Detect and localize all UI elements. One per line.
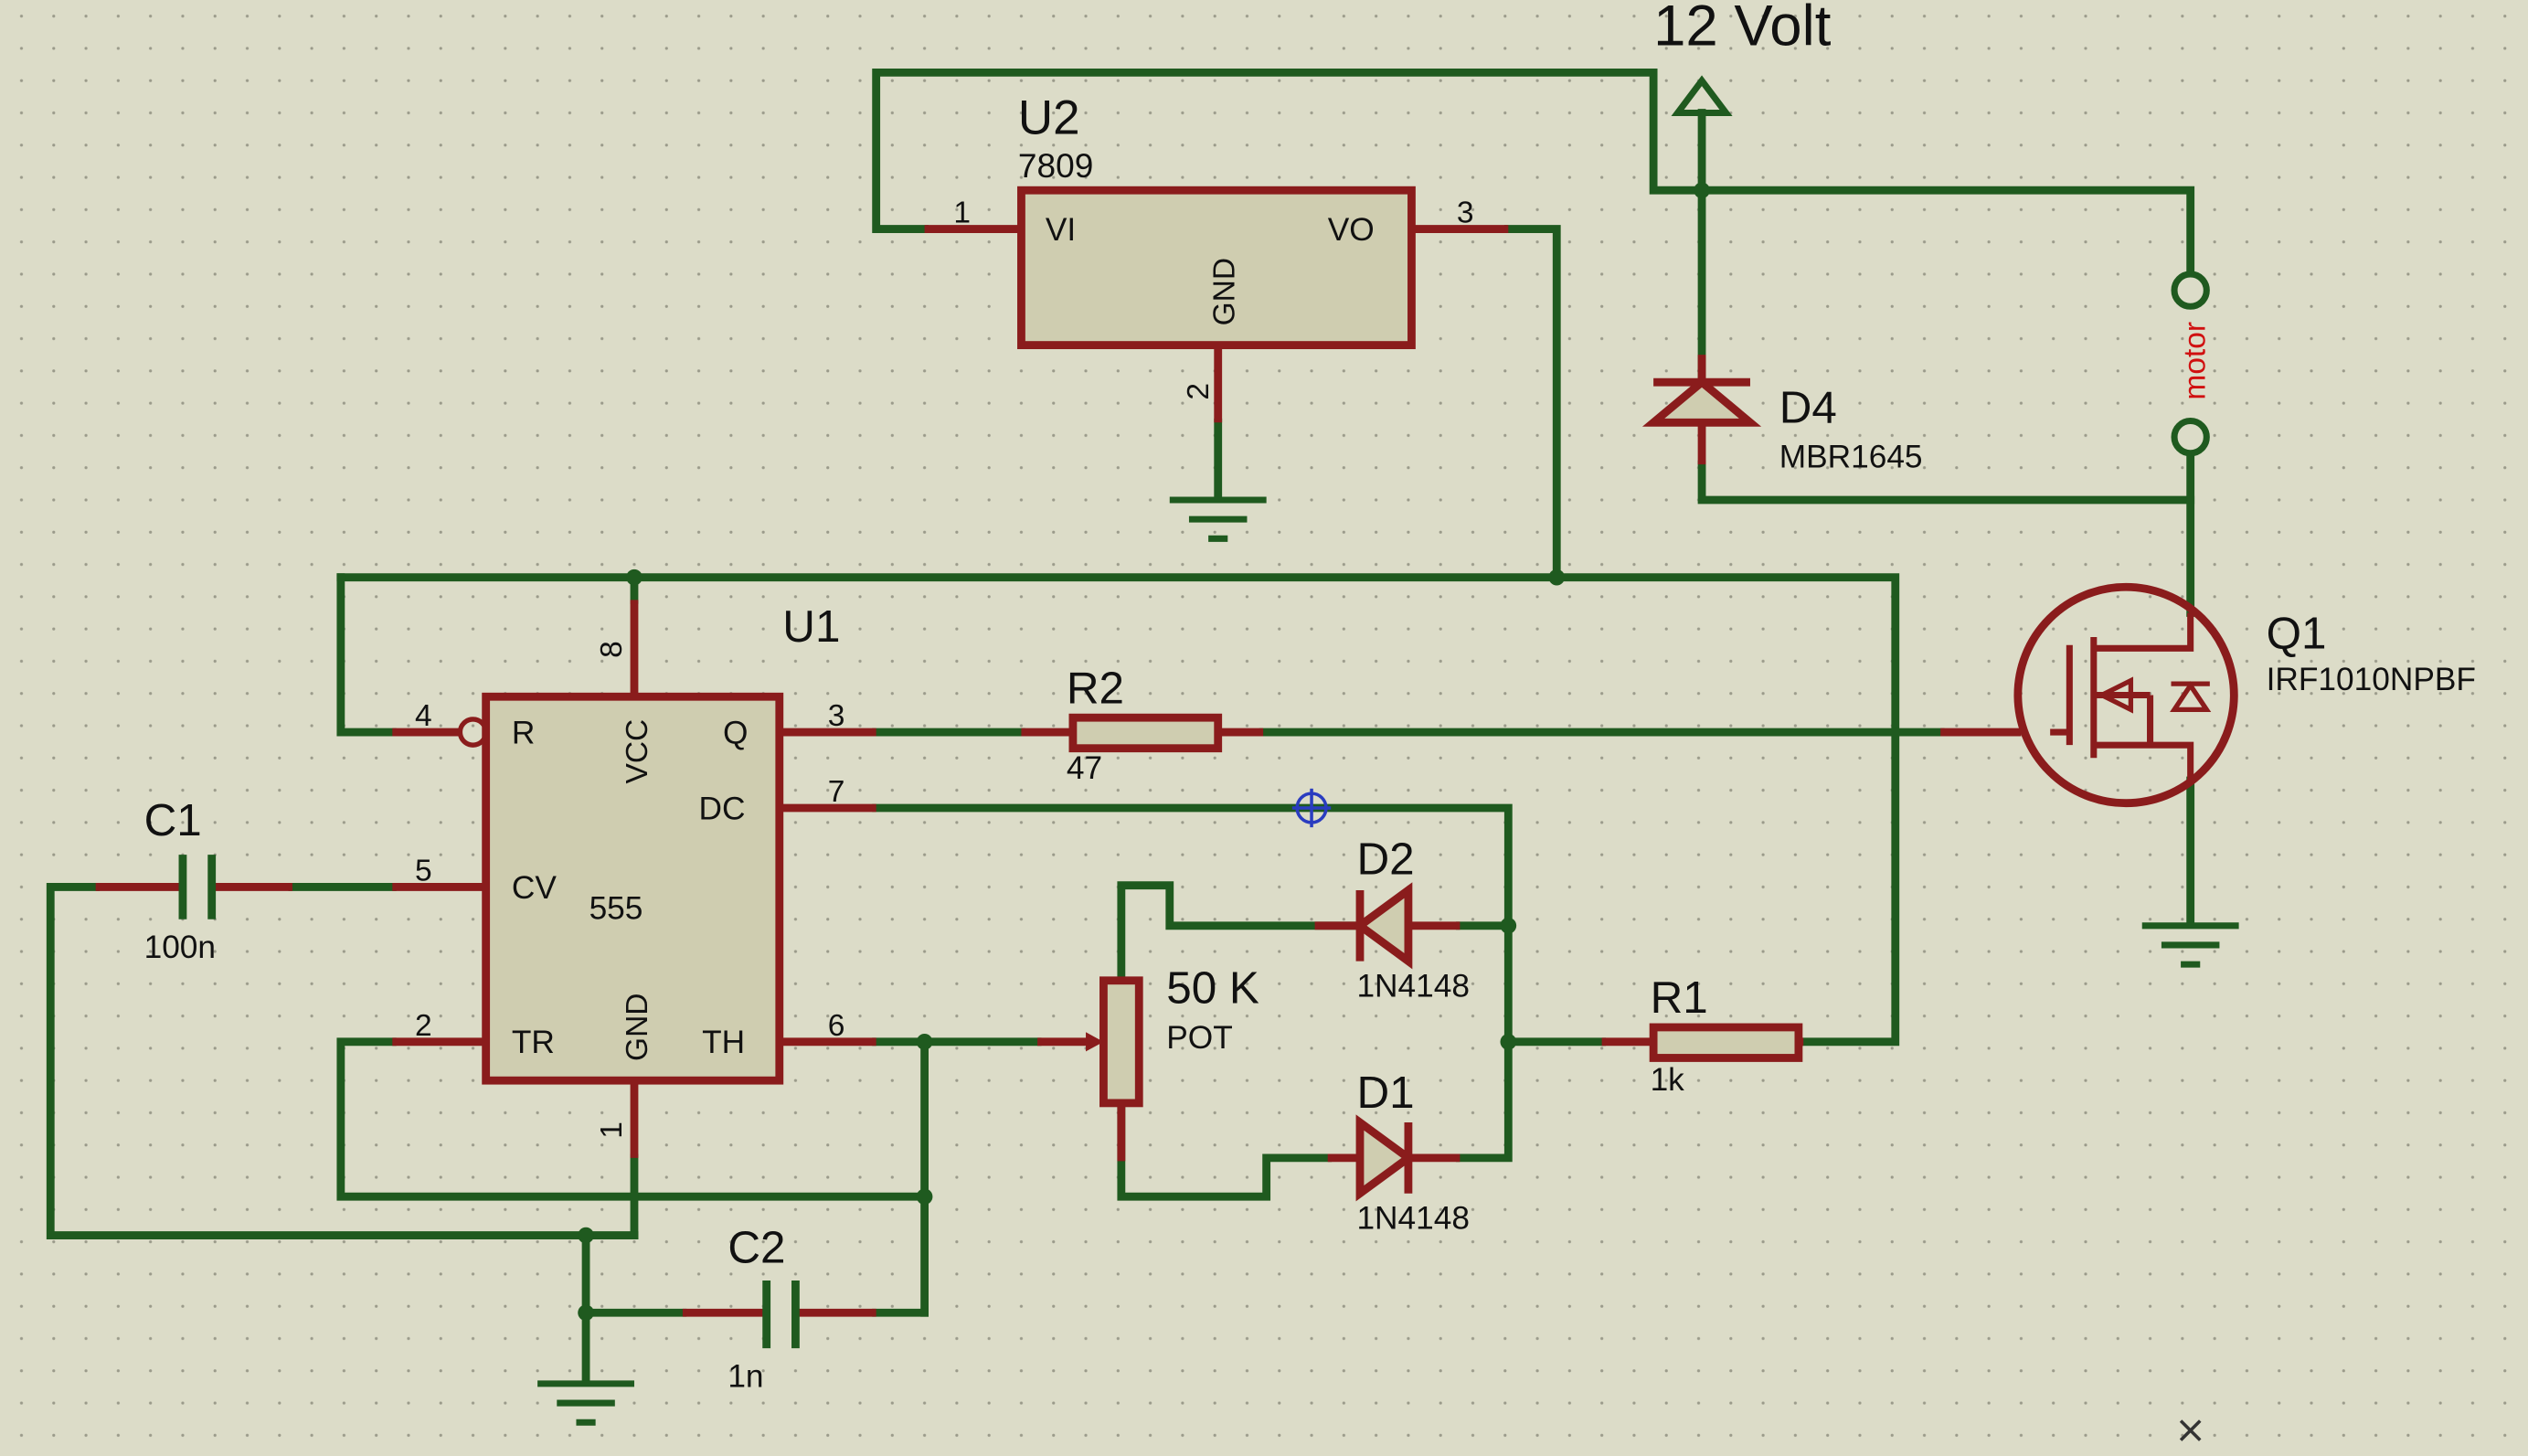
c2-value: 1n <box>728 1358 763 1394</box>
q1-mosfet[interactable]: Q1 IRF1010NPBF <box>1940 582 2476 808</box>
supply-12v[interactable]: 12 Volt <box>1653 0 1832 117</box>
u2-pin-vi: VI <box>1046 212 1076 248</box>
ground-q1 <box>2141 922 2239 968</box>
d2-ref: D2 <box>1356 834 1414 884</box>
u1-pin-vcc: VCC <box>621 719 654 784</box>
u1-pin7-num: 7 <box>828 775 845 809</box>
u1-pin-cv: CV <box>512 870 557 906</box>
d1-diode[interactable]: D1 1N4148 <box>1327 1068 1470 1237</box>
junction-dots <box>578 182 1710 1322</box>
d4-ref: D4 <box>1779 382 1837 432</box>
d1-value: 1N4148 <box>1356 1201 1470 1237</box>
wires <box>46 68 2195 1384</box>
motor-terminals[interactable]: motor <box>2171 271 2213 457</box>
u2-pin-vo: VO <box>1328 212 1375 248</box>
u1-pin-tr: TR <box>512 1025 555 1060</box>
u1-pin-dc: DC <box>699 791 746 826</box>
u1-555-timer[interactable]: U1 555 R VCC Q DC CV TR GND TH 4 8 3 7 5… <box>392 600 876 1158</box>
pot-ref: 50 K <box>1166 962 1259 1013</box>
r2-value: 47 <box>1067 750 1102 786</box>
q1-ref: Q1 <box>2267 608 2327 658</box>
u1-pin3-num: 3 <box>828 699 845 733</box>
u1-pin-gnd: GND <box>621 994 654 1061</box>
d4-value: MBR1645 <box>1779 440 1923 475</box>
u2-ref: U2 <box>1018 90 1080 144</box>
u1-pin6-num: 6 <box>828 1009 845 1043</box>
ground-u1 <box>537 1380 634 1426</box>
r1-resistor[interactable]: R1 1k <box>1601 972 1804 1098</box>
u1-pin4-num: 4 <box>415 699 432 733</box>
r2-resistor[interactable]: R2 47 <box>1021 663 1264 786</box>
u1-pin-r: R <box>512 715 535 750</box>
supply-label: 12 Volt <box>1653 0 1832 58</box>
ground-u2 <box>1169 496 1267 542</box>
u1-type: 555 <box>590 891 643 927</box>
u2-value: 7809 <box>1018 146 1093 185</box>
u2-pin1-num: 1 <box>953 196 971 229</box>
motor-label: motor <box>2179 322 2213 400</box>
u1-pin5-num: 5 <box>415 854 432 887</box>
pot-value: POT <box>1166 1020 1233 1056</box>
u2-regulator[interactable]: U2 7809 VI VO GND 1 3 2 <box>924 90 1509 423</box>
d1-ref: D1 <box>1356 1068 1414 1118</box>
q1-value: IRF1010NPBF <box>2267 662 2476 697</box>
r2-ref: R2 <box>1067 663 1124 713</box>
d2-diode[interactable]: D2 1N4148 <box>1314 834 1470 1004</box>
cursor-crosshair-icon <box>1291 788 1332 828</box>
c1-ref: C1 <box>144 795 202 845</box>
r1-ref: R1 <box>1651 972 1708 1023</box>
u1-ref: U1 <box>782 601 840 652</box>
u1-pin-th: TH <box>702 1025 745 1060</box>
u1-pin-q: Q <box>723 715 748 750</box>
d2-value: 1N4148 <box>1356 968 1470 1004</box>
r1-value: 1k <box>1651 1062 1685 1098</box>
u1-pin1-num: 1 <box>595 1121 629 1139</box>
c1-capacitor[interactable]: C1 100n <box>95 795 292 965</box>
u2-pin2-num: 2 <box>1182 383 1216 400</box>
c2-capacitor[interactable]: C2 1n <box>682 1223 876 1395</box>
pot-potentiometer[interactable]: 50 K POT <box>1037 962 1259 1162</box>
u1-pin8-num: 8 <box>595 641 629 658</box>
u2-pin3-num: 3 <box>1457 196 1474 229</box>
d4-diode[interactable]: D4 MBR1645 <box>1641 355 1923 475</box>
origin-cross-icon <box>2179 1419 2202 1441</box>
c2-ref: C2 <box>728 1223 785 1273</box>
u1-pin2-num: 2 <box>415 1009 432 1043</box>
c1-value: 100n <box>144 930 216 965</box>
u2-pin-gnd: GND <box>1207 258 1241 325</box>
